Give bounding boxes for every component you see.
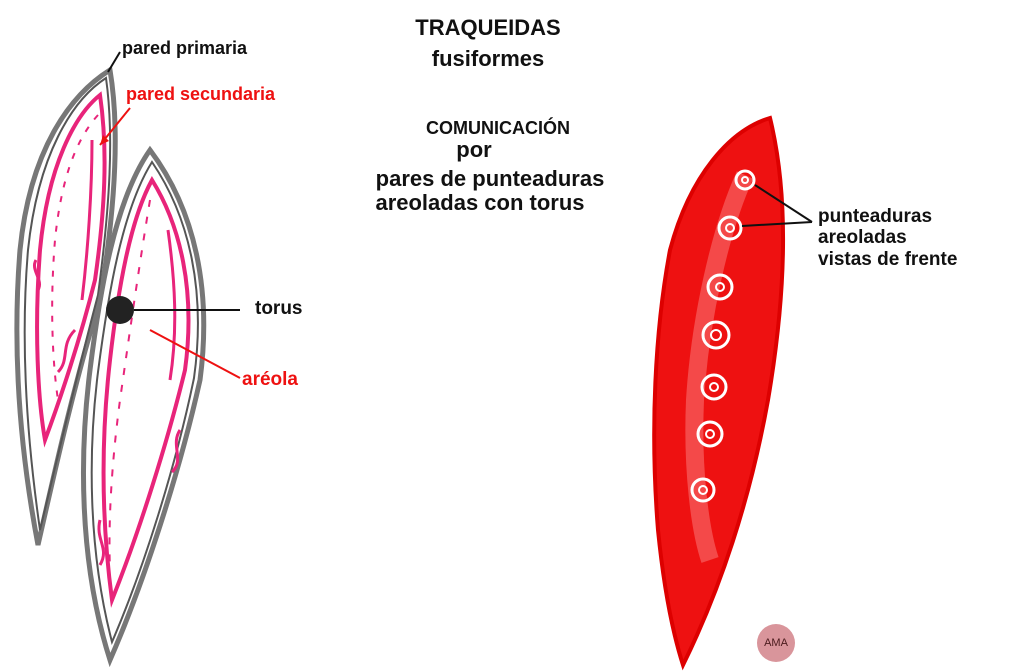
title-line-2: fusiformes	[431, 45, 545, 71]
punteaduras-leader-1	[754, 184, 813, 223]
subtitle-line-2: por	[456, 137, 492, 163]
punteaduras-line-1: punteaduras	[818, 206, 933, 227]
label-torus: torus	[255, 298, 303, 319]
subtitle-line-3: pares de punteaduras	[375, 165, 605, 191]
areola-leader	[149, 329, 241, 379]
label-pared-primaria: pared primaria	[122, 38, 248, 58]
label-punteaduras: punteaduras areoladas vistas de frente	[818, 206, 957, 270]
subtitle-line-1: COMUNICACIÓN	[426, 118, 570, 138]
right-tracheid-secondary-wall	[101, 176, 191, 608]
title-line-1: TRAQUEIDAS	[415, 15, 561, 40]
punteaduras-leader-2	[741, 221, 813, 227]
pared-primaria-leader	[107, 51, 121, 73]
left-tracheid-outer-2	[23, 76, 112, 531]
left-tracheid-outer	[14, 65, 118, 546]
pits	[690, 169, 756, 503]
main-title: TRAQUEIDAS fusiformes	[383, 15, 593, 71]
subtitle-line-4: areoladas con torus	[375, 190, 585, 216]
author-badge: AMA	[757, 624, 795, 662]
torus-dot	[106, 296, 134, 324]
red-tracheid	[652, 115, 785, 671]
punteaduras-line-3: vistas de frente	[818, 248, 958, 270]
label-areola: aréola	[242, 369, 298, 390]
punteaduras-line-2: areoladas	[818, 227, 907, 249]
left-tracheid-secondary-wall	[35, 91, 107, 448]
subtitle-block: COMUNICACIÓN por pares de punteaduras ar…	[330, 118, 650, 216]
label-pared-secundaria: pared secundaria	[126, 84, 276, 104]
